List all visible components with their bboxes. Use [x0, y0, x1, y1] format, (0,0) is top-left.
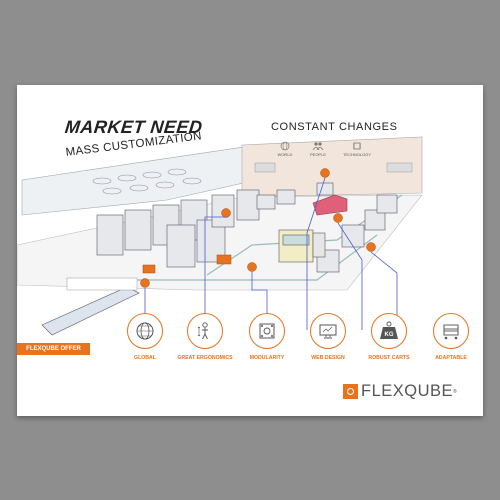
- people-label: PEOPLE: [309, 152, 326, 157]
- feature-badge: [249, 313, 285, 349]
- technology-label: TECHNOLOGY: [342, 152, 371, 157]
- wall-window: [386, 162, 413, 173]
- wall-window: [254, 162, 276, 173]
- globe-icon: [280, 141, 290, 151]
- globe-icon: [136, 322, 154, 340]
- module-icon: [259, 323, 275, 339]
- feature-badge: [433, 313, 469, 349]
- brand-name: FLEXQUBE: [361, 382, 454, 400]
- world-driver: WORLD: [270, 141, 300, 157]
- feature-great-ergonomics: GREAT ERGONOMICS: [175, 313, 235, 362]
- red-car: [312, 194, 348, 216]
- feature-badge: KG: [371, 313, 407, 349]
- feature-label: ADAPTABLE: [435, 355, 467, 361]
- registered-mark: ®: [453, 388, 457, 395]
- feature-adaptable: ADAPTABLE: [421, 313, 481, 362]
- logo-mark-icon: [343, 384, 358, 399]
- wall-panel: [66, 277, 138, 291]
- feature-label: GREAT ERGONOMICS: [177, 355, 233, 361]
- kg-text: KG: [385, 332, 394, 338]
- feature-badge: [310, 313, 346, 349]
- feature-modularity: MODULARITY: [237, 313, 297, 362]
- technology-driver: TECHNOLOGY: [342, 141, 372, 157]
- feature-badge: [187, 313, 223, 349]
- poster: MARKET NEED MASS CUSTOMIZATION CONSTANT …: [17, 85, 483, 416]
- feature-robust-carts: KG ROBUST CARTS: [359, 313, 419, 362]
- floor-lane: [137, 234, 378, 281]
- feature-global: GLOBAL: [115, 313, 175, 362]
- feature-badge: [127, 313, 163, 349]
- people-icon: [312, 142, 324, 151]
- chip-icon: [353, 142, 361, 150]
- feature-label: ROBUST CARTS: [368, 355, 410, 361]
- rack-block-left: [96, 189, 260, 268]
- back-wall-right: [241, 136, 423, 198]
- semi-trailer: [41, 286, 140, 336]
- feature-web-design: WEB DESIGN: [298, 313, 358, 362]
- cart-icon: [443, 324, 459, 340]
- feature-label: GLOBAL: [134, 355, 156, 361]
- truck: [278, 229, 326, 263]
- car-sketches: [92, 168, 202, 195]
- world-label: WORLD: [277, 152, 293, 157]
- people-driver: PEOPLE: [303, 141, 333, 157]
- connector-lines: [144, 177, 398, 330]
- orange-highlights: [140, 168, 376, 288]
- person-icon: [197, 322, 208, 340]
- monitor-icon: [319, 324, 337, 339]
- constant-changes-heading: CONSTANT CHANGES: [271, 121, 398, 133]
- flexqube-offer-banner: FLEXQUBE OFFER: [17, 343, 90, 355]
- weight-icon: KG: [380, 321, 398, 339]
- factory-illustration: [17, 136, 423, 336]
- flexqube-logo: FLEXQUBE®: [343, 382, 457, 401]
- feature-label: WEB DESIGN: [311, 355, 345, 361]
- feature-label: MODULARITY: [249, 355, 285, 361]
